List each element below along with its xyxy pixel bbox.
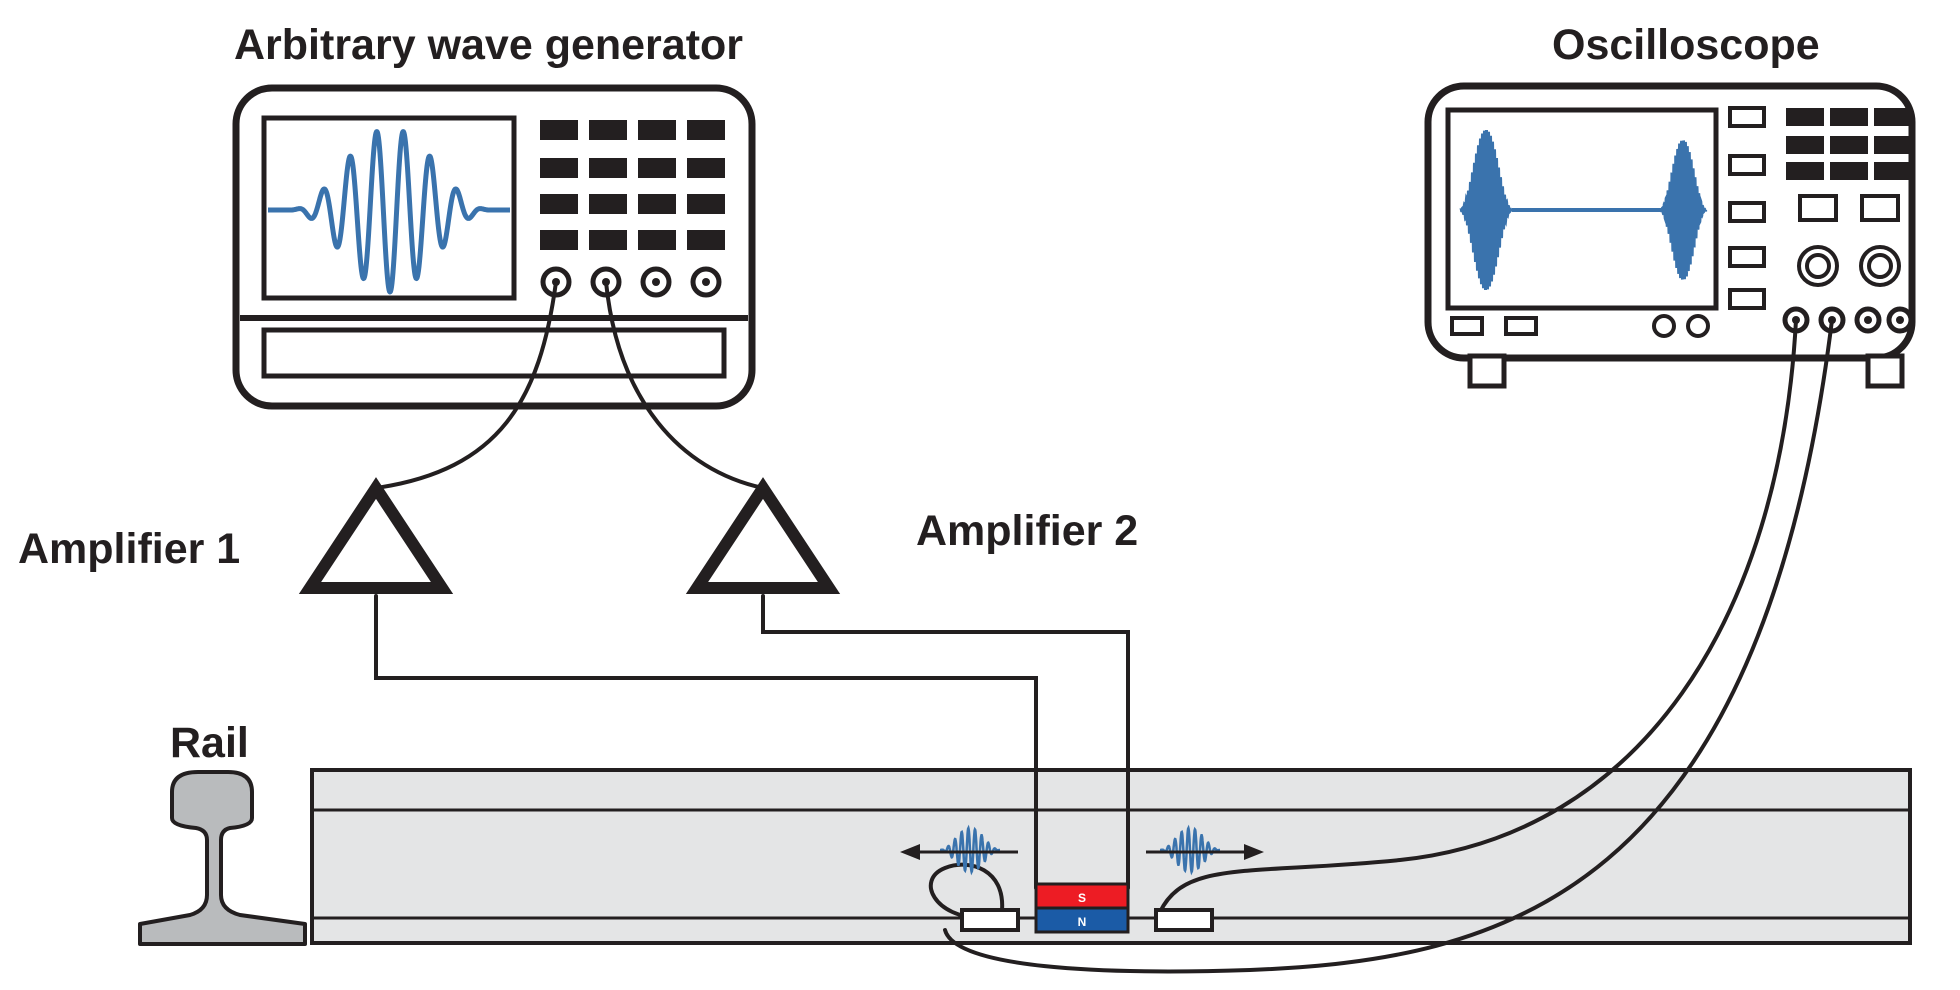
awg-key [540,194,578,214]
awg-key [687,158,725,178]
scope-knob-2 [1859,245,1901,287]
scope-side-buttons [1728,106,1766,310]
scope-key [1874,136,1912,154]
awg-key [540,230,578,250]
scope-key [1830,136,1868,154]
scope-control-button [1860,194,1900,222]
cable-receiver-2-to-scope [1158,318,1798,914]
cable-receiver-1-to-scope [943,318,1834,974]
awg-key [687,120,725,140]
awg-key [589,230,627,250]
awg-button-grid [540,120,725,250]
scope-control-button [1798,194,1838,222]
oscilloscope-label: Oscilloscope [1552,21,1820,69]
awg-key [589,158,627,178]
cables [374,280,1834,974]
awg-connectors [540,266,722,298]
cable-awg-to-amplifier-2 [604,280,765,490]
scope-small-knob [1652,314,1676,338]
scope-transmitted-burst [1459,130,1513,290]
scope-knob-ring [1867,253,1893,279]
awg-key [589,120,627,140]
connector-pin [652,278,660,286]
cable-amplifier-2-to-coil [761,594,1130,890]
arrowhead-right [1244,844,1264,860]
amplifier-1-symbol [298,477,454,594]
amplifier-2-label: Amplifier 2 [916,507,1139,555]
wave-packet-left [940,824,1000,876]
scope-side-button [1728,246,1766,268]
connector-pin [702,278,710,286]
rail-label: Rail [170,719,249,767]
awg-key [540,120,578,140]
magnet-north-pole [1034,906,1130,934]
scope-key [1786,136,1824,154]
awg-key [540,158,578,178]
awg-tone-burst-signal [268,129,510,295]
amplifier-2-symbol [685,477,841,594]
magnet-north-label: N [1078,915,1087,929]
scope-key [1786,108,1824,126]
scope-side-button [1728,106,1766,128]
awg-key [638,194,676,214]
scope-side-button [1728,154,1766,176]
scope-foot-right [1865,353,1905,389]
cable-amplifier-1-to-coil [374,594,1038,890]
cable-receiver-1-loop [928,862,1005,920]
amplifier-1-label: Amplifier 1 [18,525,241,573]
awg-key [638,120,676,140]
scope-small-knob [1686,314,1710,338]
scope-small-button [1504,316,1538,336]
awg-key [638,158,676,178]
scope-key [1786,162,1824,180]
awg-slot [261,327,727,379]
scope-key-grid [1786,108,1912,180]
cable-awg-to-amplifier-1 [374,280,558,490]
oscilloscope [1424,82,1916,389]
arrowhead-left [900,844,920,860]
magnet-south-label: S [1078,891,1086,905]
connector-pin [1864,316,1872,324]
awg-label: Arbitrary wave generator [234,21,744,69]
awg-key [638,230,676,250]
scope-knob-1 [1797,245,1839,287]
awg-key [687,230,725,250]
scope-received-burst [1658,140,1708,280]
awg-key [687,194,725,214]
wave-packet-right [1160,824,1220,876]
awg-key [589,194,627,214]
scope-small-button [1450,316,1484,336]
scope-key [1874,108,1912,126]
arbitrary-wave-generator [232,84,756,410]
scope-side-button [1728,288,1766,310]
rail-profile-icon [138,770,307,946]
scope-key [1830,108,1868,126]
scope-key [1830,162,1868,180]
receiver-sensor-1 [960,908,1020,932]
scope-knob-ring [1805,253,1831,279]
connector-pin [1896,316,1904,324]
scope-key [1874,162,1912,180]
scope-side-button [1728,201,1766,223]
receiver-sensor-2 [1154,908,1214,932]
scope-foot-left [1467,353,1507,389]
